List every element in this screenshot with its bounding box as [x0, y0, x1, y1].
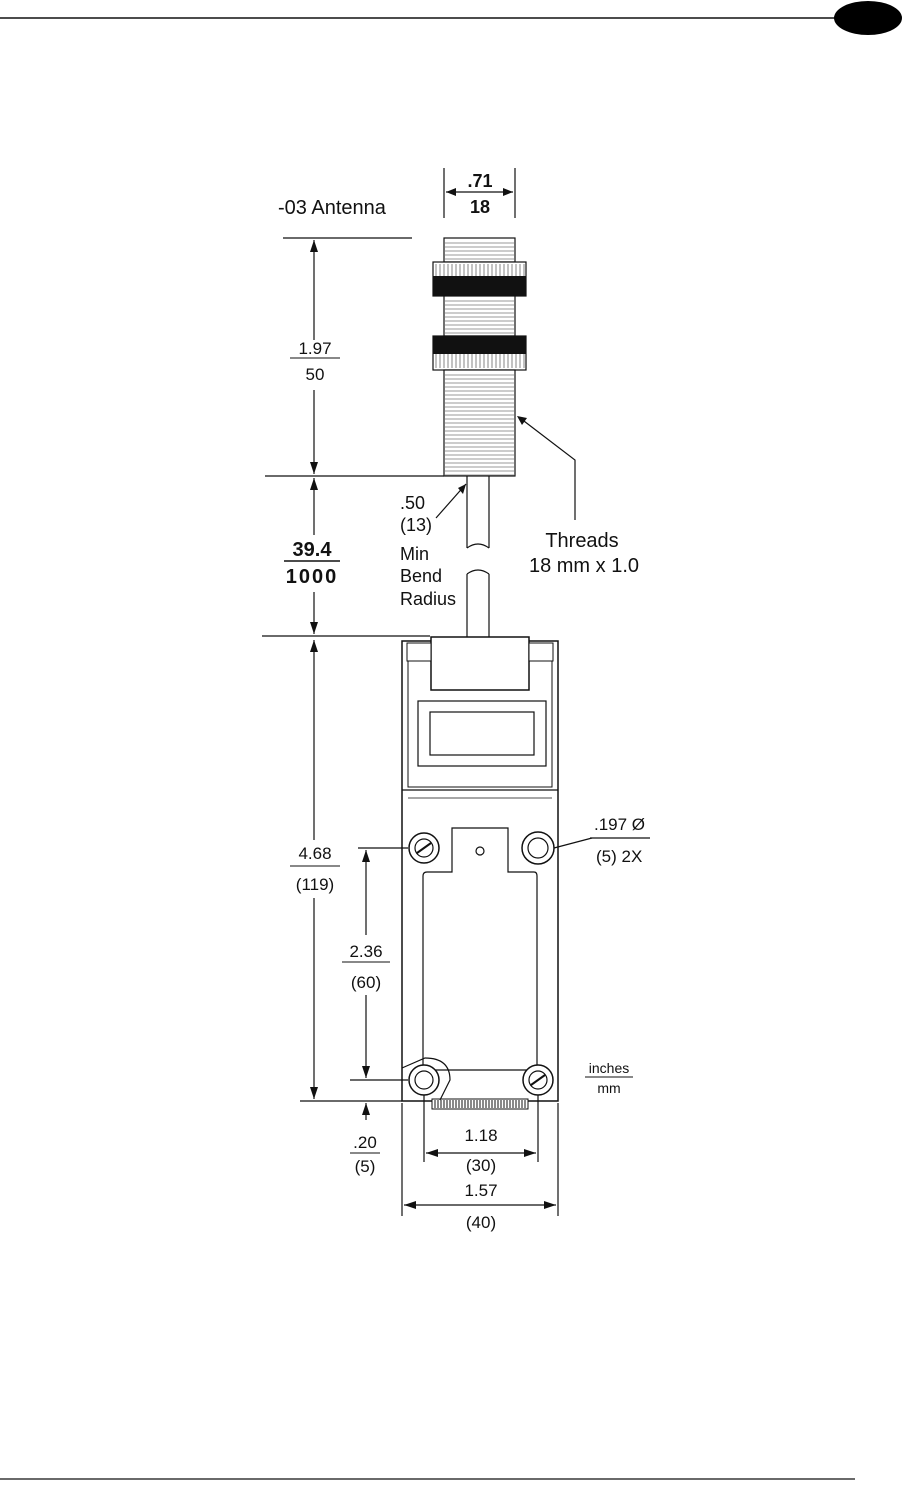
mounting-screw-bottom-right: [523, 1065, 553, 1095]
units-legend: inches mm: [585, 1060, 633, 1096]
chapter-badge: [834, 1, 902, 35]
hole-offset-mm: (5): [355, 1157, 376, 1176]
units-inches: inches: [589, 1060, 629, 1076]
body-height-dimension: 4.68 (119): [290, 640, 402, 1101]
hole-horizontal-spacing-mm: (30): [466, 1156, 496, 1175]
bend-radius-in: .50: [400, 493, 425, 513]
threads-spec: 18 mm x 1.0: [529, 555, 639, 577]
hole-offset-in: .20: [353, 1133, 377, 1152]
bend-label-bend: Bend: [400, 566, 442, 586]
bend-label-min: Min: [400, 544, 429, 564]
mounting-screw-top-left: [409, 833, 439, 863]
body-height-mm: (119): [296, 875, 334, 894]
hole-diameter-in: .197 Ø: [594, 815, 645, 834]
threads-callout: Threads 18 mm x 1.0: [517, 416, 639, 577]
body-height-in: 4.68: [298, 844, 331, 863]
units-mm: mm: [597, 1080, 620, 1096]
cable-length-in: 39.4: [293, 539, 333, 561]
hole-vertical-spacing-dimension: 2.36 (60): [342, 848, 408, 1080]
top-width-in: .71: [467, 171, 492, 191]
hole-vertical-spacing-in: 2.36: [349, 942, 382, 961]
threads-label: Threads: [545, 530, 618, 552]
head-height-in: 1.97: [298, 339, 331, 358]
hole-offset-dimension: .20 (5): [350, 1103, 380, 1176]
bend-radius-callout: .50 (13) Min Bend Radius: [400, 484, 466, 609]
hole-horizontal-spacing-in: 1.18: [464, 1126, 497, 1145]
bend-radius-mm: (13): [400, 515, 432, 535]
antenna-cable: [467, 476, 489, 640]
hole-diameter-callout: .197 Ø (5) 2X: [554, 815, 650, 866]
head-height-dimension: 1.97 50: [265, 238, 444, 476]
antenna-title: -03 Antenna: [278, 197, 387, 219]
head-height-mm: 50: [306, 365, 325, 384]
hole-diameter-mm: (5) 2X: [596, 847, 642, 866]
mounting-hole-bottom-left: [409, 1065, 439, 1095]
cable-length-mm: 1000: [286, 566, 339, 588]
hole-vertical-spacing-mm: (60): [351, 973, 381, 992]
top-width-dimension: .71 18: [444, 168, 515, 218]
bend-label-radius: Radius: [400, 589, 456, 609]
mounting-hole-top-right: [522, 832, 554, 864]
reader-body: [402, 637, 558, 1109]
top-width-mm: 18: [470, 197, 490, 217]
body-width-mm: (40): [466, 1213, 496, 1232]
body-width-in: 1.57: [464, 1181, 497, 1200]
